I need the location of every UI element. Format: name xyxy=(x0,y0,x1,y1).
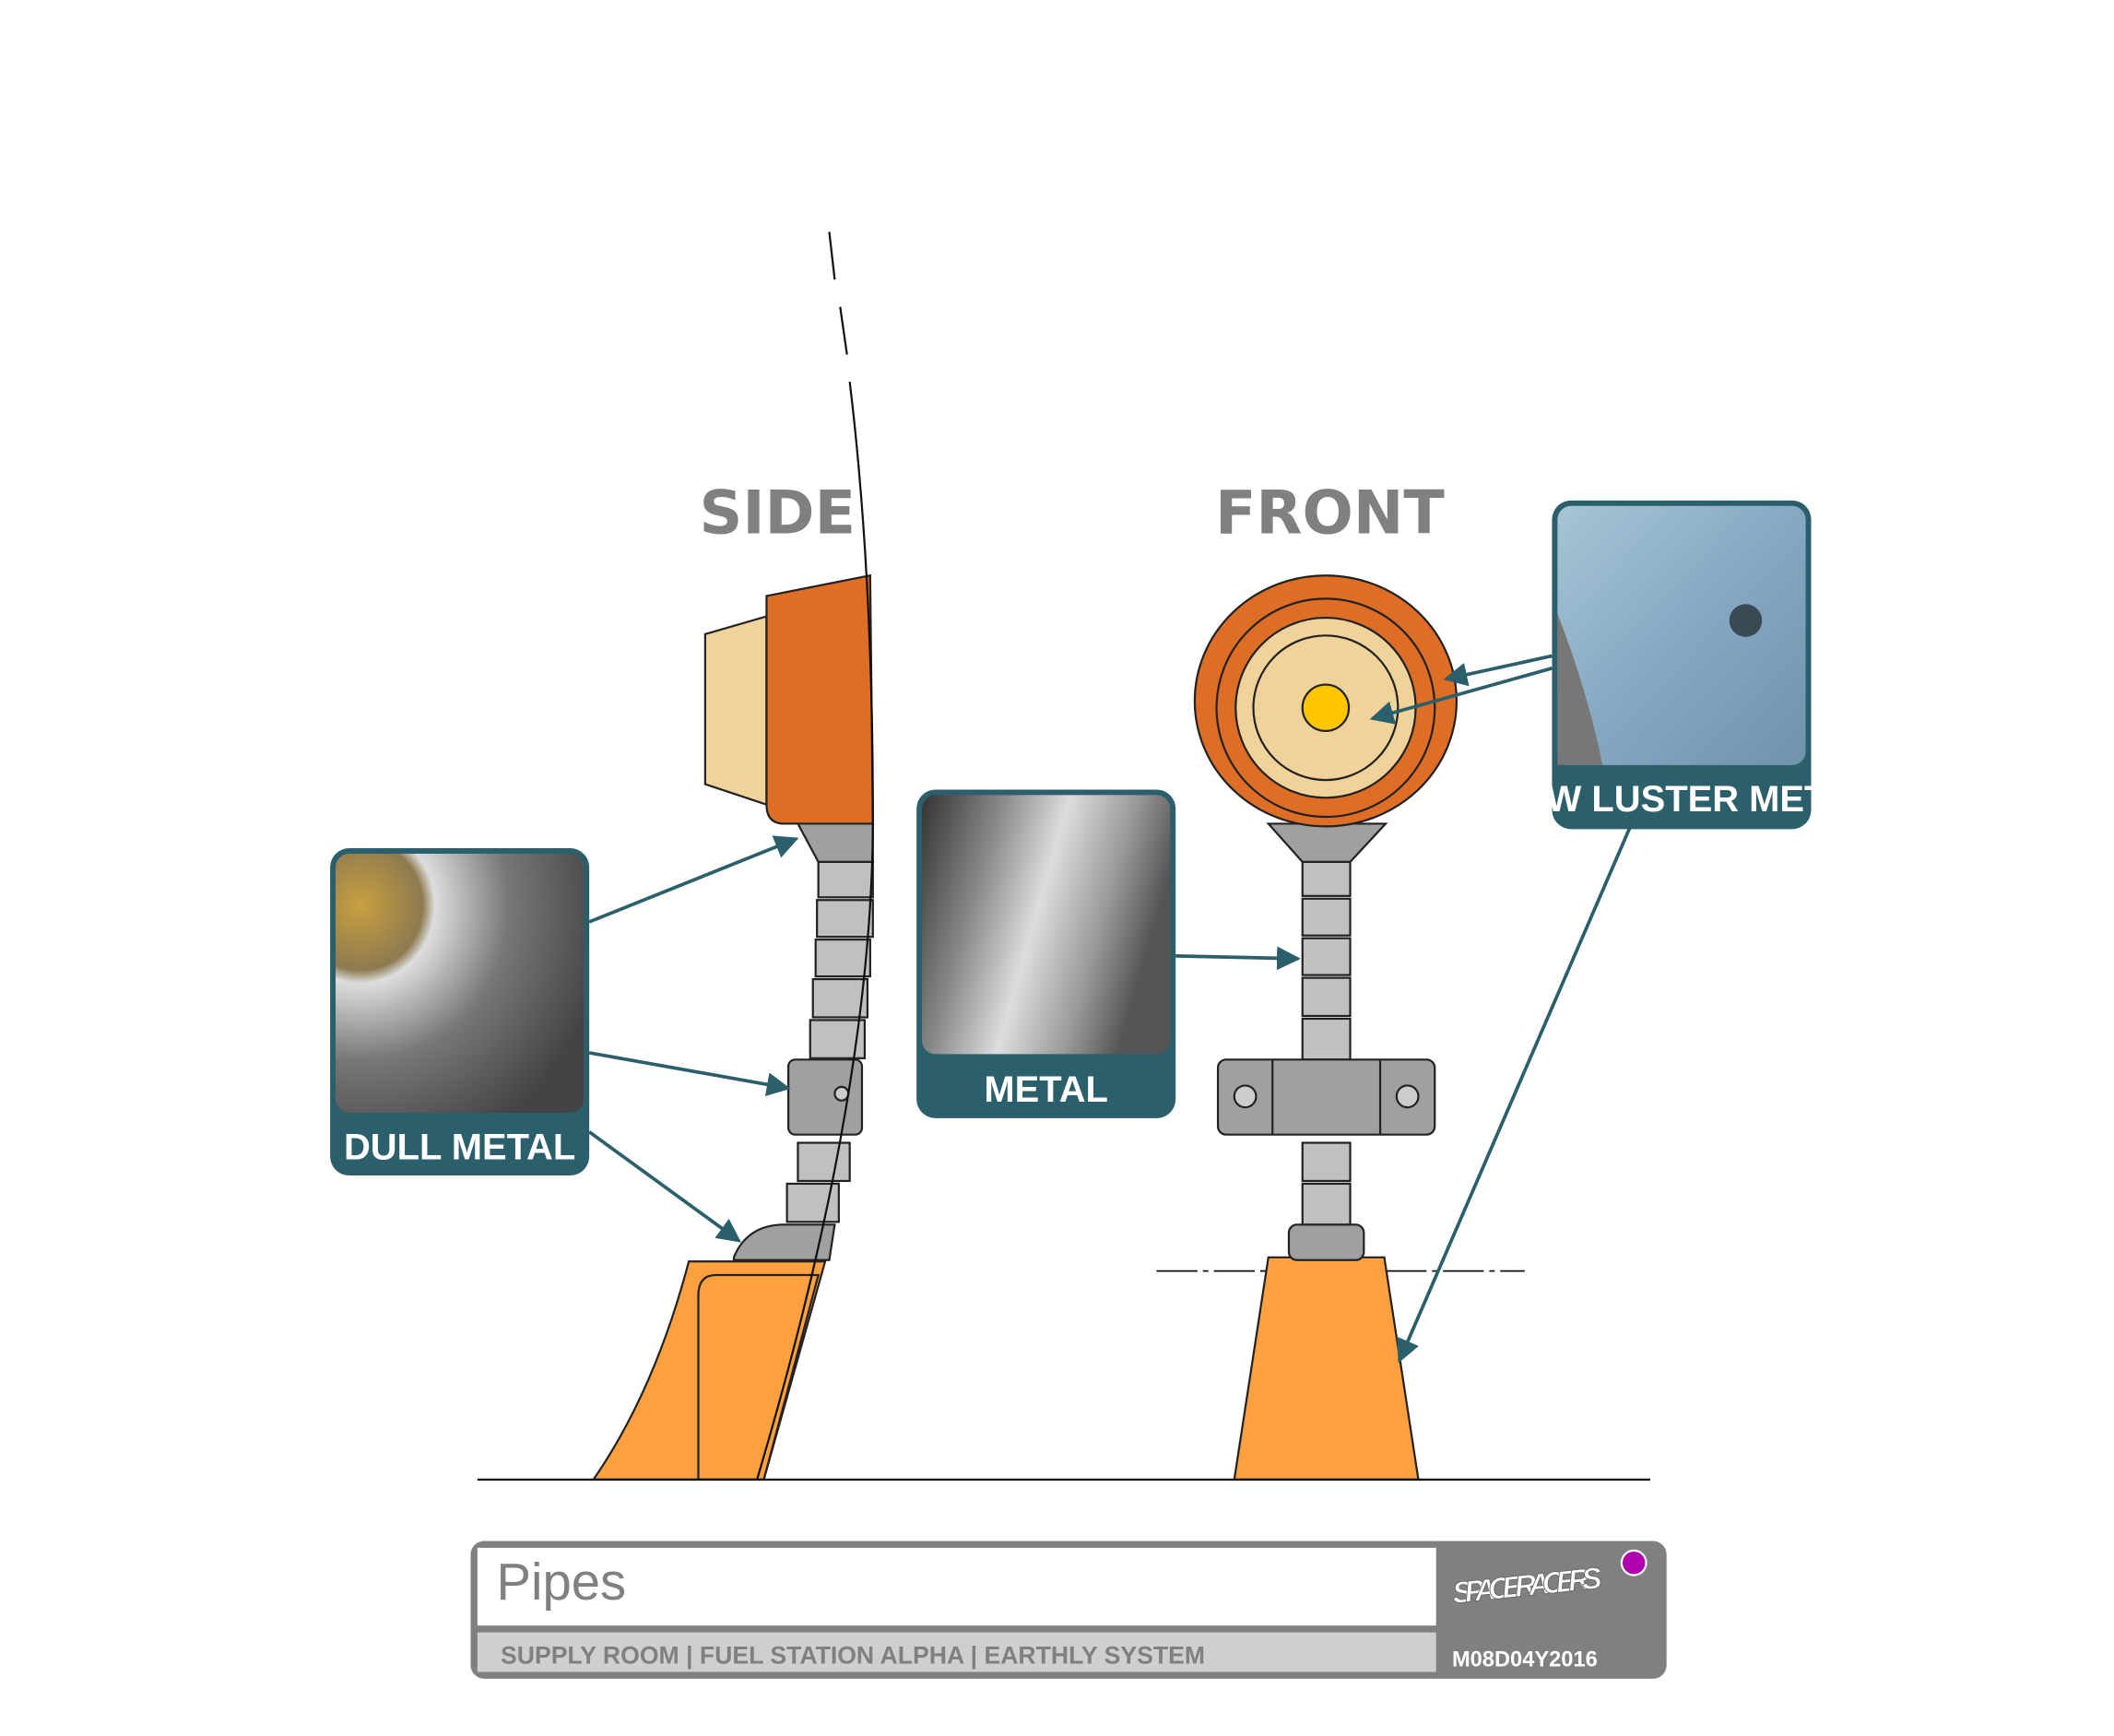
callout-label: DULL METAL xyxy=(344,1127,575,1167)
dull-metal-photo xyxy=(336,853,585,1114)
front-base xyxy=(1233,1256,1420,1482)
callout-dull-metal: DULL METAL xyxy=(330,848,590,1176)
drawing-title: Pipes xyxy=(497,1553,627,1611)
lamp-bulb xyxy=(1301,683,1351,732)
location-path: SUPPLY ROOM | FUEL STATION ALPHA | EARTH… xyxy=(501,1642,1205,1670)
front-view-heading: FRONT xyxy=(1215,478,1445,548)
side-lamp-housing xyxy=(765,573,874,825)
title-block: Pipes SUPPLY ROOM | FUEL STATION ALPHA |… xyxy=(470,1541,1667,1679)
callout-low-luster-metal: LOW LUSTER METAL xyxy=(1495,500,1873,830)
callout-arrows xyxy=(588,654,1632,1364)
callout-metal: METAL xyxy=(916,789,1176,1118)
low-luster-photo xyxy=(1557,505,1806,765)
callout-label: LOW LUSTER METAL xyxy=(1495,779,1873,820)
side-base xyxy=(591,1260,827,1482)
front-view xyxy=(1156,574,1525,1482)
drawing-date: M08D04Y2016 xyxy=(1452,1648,1598,1672)
side-view xyxy=(591,231,874,1482)
side-lamp-lens xyxy=(703,615,768,807)
side-view-heading: SIDE xyxy=(699,478,856,548)
side-base-joint xyxy=(732,1223,836,1261)
callout-label: METAL xyxy=(984,1069,1108,1110)
hull-curve xyxy=(756,231,874,1481)
side-stem xyxy=(785,860,874,1223)
metal-photo xyxy=(922,795,1171,1055)
side-clamp xyxy=(786,1058,864,1136)
status-dot xyxy=(1620,1549,1648,1577)
front-stem xyxy=(1301,860,1352,1226)
